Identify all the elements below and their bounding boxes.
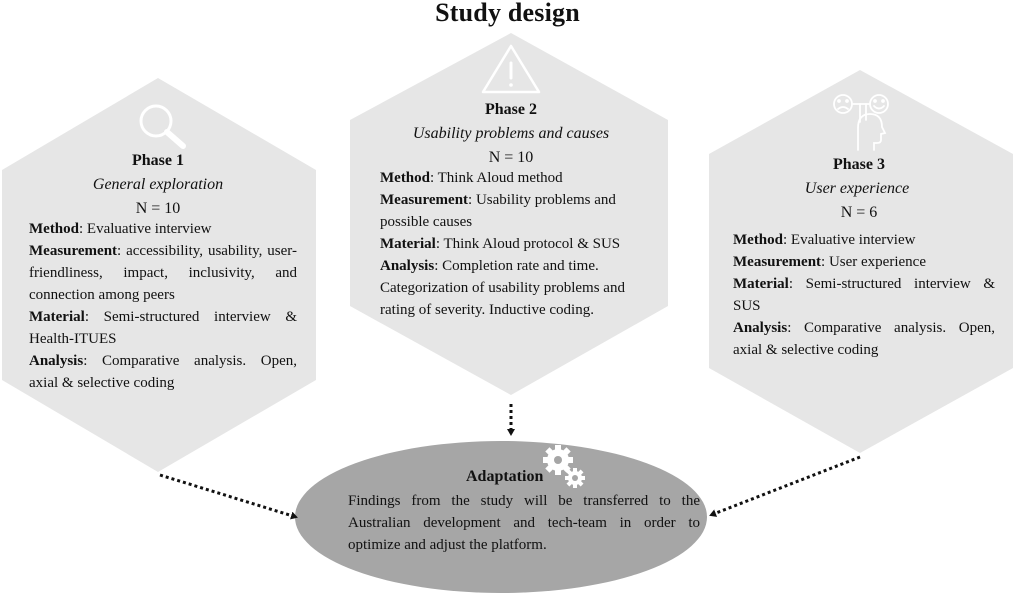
measurement-text: : accessibility, usability, user-friendl… <box>29 243 297 303</box>
phase-3-method: Method: Evaluative interview <box>733 229 995 251</box>
phase-3-subtitle: User experience <box>804 180 910 197</box>
measurement-text: : User experience <box>821 254 926 270</box>
diagram-title: Study design <box>435 0 580 27</box>
adaptation-title: Adaptation <box>466 468 544 485</box>
phase-1-method: Method: Evaluative interview <box>29 218 297 240</box>
gears-icon <box>543 445 585 488</box>
material-text: : Semi-structured interview & SUS <box>733 276 995 314</box>
phase-3-details: Method: Evaluative interview Measurement… <box>733 229 995 361</box>
material-label: Material <box>29 309 85 325</box>
analysis-text: : Comparative analysis. Open, axial & se… <box>29 353 297 391</box>
method-label: Method <box>733 232 783 248</box>
user-emotion-icon <box>833 94 889 151</box>
phase-3-hexagon <box>709 70 1013 453</box>
measurement-label: Measurement <box>733 254 822 270</box>
adaptation-ellipse <box>295 441 707 593</box>
phase-2-subtitle: Usability problems and causes <box>412 125 610 142</box>
phase-2-n: N = 10 <box>488 149 534 166</box>
warning-icon <box>481 44 541 94</box>
phase-3-n: N = 6 <box>840 204 878 221</box>
phase-1-analysis: Analysis: Comparative analysis. Open, ax… <box>29 350 297 394</box>
analysis-label: Analysis <box>380 258 435 274</box>
phase-2-method: Method: Think Aloud method <box>380 167 650 189</box>
magnifier-icon <box>139 104 186 149</box>
method-text: : Think Aloud method <box>430 170 563 186</box>
measurement-label: Measurement <box>380 192 469 208</box>
phase-2-material: Material: Think Aloud protocol & SUS <box>380 233 650 255</box>
phase-2-analysis: Analysis: Completion rate and time. Cate… <box>380 255 650 321</box>
method-label: Method <box>29 221 79 237</box>
phase-1-hexagon <box>2 78 316 472</box>
method-label: Method <box>380 170 430 186</box>
analysis-label: Analysis <box>733 320 788 336</box>
phase-1-details: Method: Evaluative interview Measurement… <box>29 218 297 394</box>
phase-1-material: Material: Semi-structured interview & He… <box>29 306 297 350</box>
measurement-text: : Usability problems and possible causes <box>380 192 616 230</box>
phase-3-title: Phase 3 <box>833 156 885 173</box>
material-label: Material <box>380 236 436 252</box>
analysis-label: Analysis <box>29 353 84 369</box>
method-text: : Evaluative interview <box>783 232 916 248</box>
material-text: : Semi-structured interview & Health-ITU… <box>29 309 297 347</box>
phase-3-measurement: Measurement: User experience <box>733 251 995 273</box>
arrow-phase3-to-adaptation <box>709 455 861 517</box>
phase-1-n: N = 10 <box>135 200 181 217</box>
adaptation-text: Findings from the study will be transfer… <box>348 493 700 553</box>
phase-3-material: Material: Semi-structured interview & SU… <box>733 273 995 317</box>
phase-1-measurement: Measurement: accessibility, usability, u… <box>29 240 297 306</box>
phase-2-title: Phase 2 <box>485 101 537 118</box>
phase-3-analysis: Analysis: Comparative analysis. Open, ax… <box>733 317 995 361</box>
phase-2-measurement: Measurement: Usability problems and poss… <box>380 189 650 233</box>
phase-1-subtitle: General exploration <box>92 176 224 193</box>
analysis-text: : Completion rate and time. Categorizati… <box>380 258 625 318</box>
analysis-text: : Comparative analysis. Open, axial & se… <box>733 320 995 358</box>
material-text: : Think Aloud protocol & SUS <box>435 236 621 252</box>
method-text: : Evaluative interview <box>79 221 212 237</box>
phase-2-hexagon <box>350 33 668 395</box>
phase-2-details: Method: Think Aloud method Measurement: … <box>380 167 650 321</box>
phase-1-title: Phase 1 <box>132 152 184 169</box>
measurement-label: Measurement <box>29 243 118 259</box>
arrow-phase1-to-adaptation <box>159 473 298 520</box>
material-label: Material <box>733 276 789 292</box>
